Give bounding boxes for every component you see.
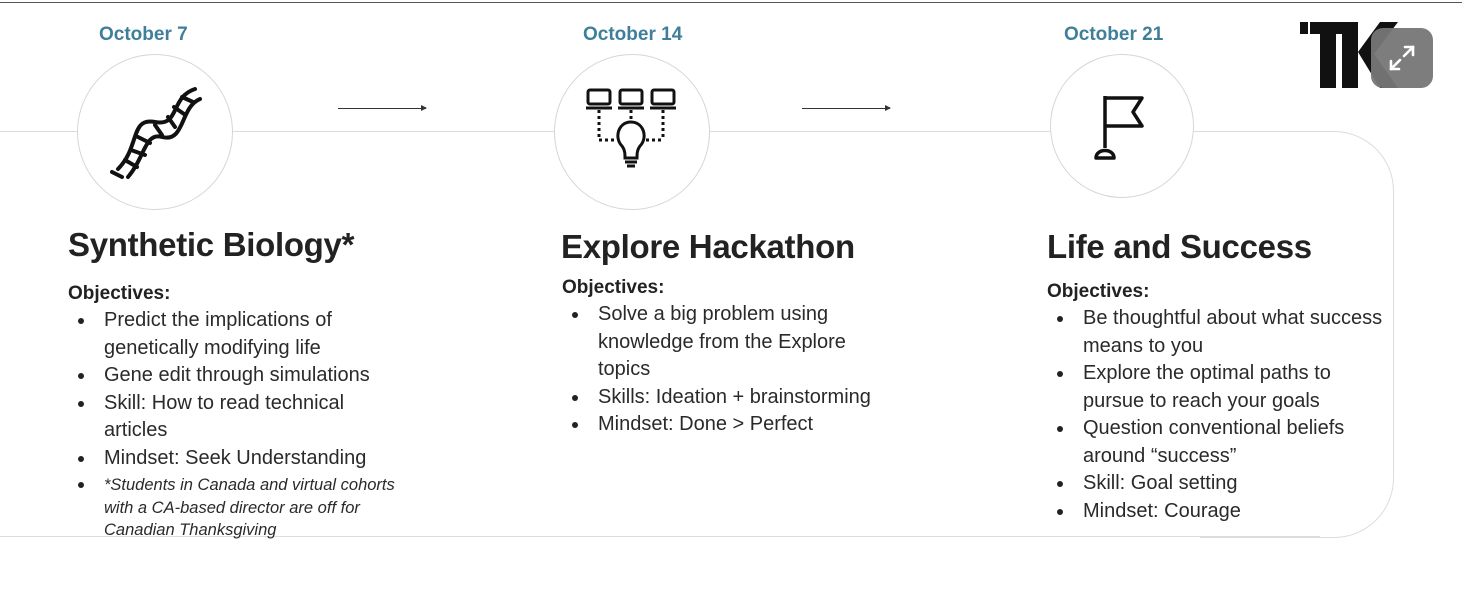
icon-circle bbox=[554, 54, 710, 210]
timeline-arrow bbox=[802, 105, 891, 111]
objectives-list: Be thoughtful about what success means t… bbox=[1047, 305, 1387, 525]
objectives-heading: Objectives: bbox=[562, 277, 665, 298]
dna-icon bbox=[110, 87, 202, 179]
list-item: Be thoughtful about what success means t… bbox=[1047, 305, 1387, 360]
expand-icon bbox=[1389, 45, 1415, 71]
top-rule bbox=[0, 2, 1462, 3]
objectives-heading: Objectives: bbox=[1047, 281, 1150, 302]
date-label: October 21 bbox=[1064, 24, 1164, 45]
list-item: Skills: Ideation + brainstorming bbox=[562, 384, 892, 412]
list-item: Mindset: Courage bbox=[1047, 498, 1387, 526]
objectives-list: Predict the implications of genetically … bbox=[68, 307, 408, 542]
timeline-arrow bbox=[338, 105, 427, 111]
list-item: Predict the implications of genetically … bbox=[68, 307, 408, 362]
list-item: Mindset: Done > Perfect bbox=[562, 411, 892, 439]
tks-logo bbox=[1298, 20, 1434, 90]
icon-circle bbox=[1050, 54, 1194, 198]
list-item: Solve a big problem using knowledge from… bbox=[562, 301, 892, 384]
objectives-heading: Objectives: bbox=[68, 283, 171, 304]
objectives-list: Solve a big problem using knowledge from… bbox=[562, 301, 892, 439]
list-item: Question conventional beliefs around “su… bbox=[1047, 415, 1387, 470]
flag-icon bbox=[1094, 96, 1144, 160]
timeline-bracket bbox=[1200, 131, 1394, 538]
section-title: Explore Hackathon bbox=[561, 228, 855, 265]
icon-circle bbox=[77, 54, 233, 210]
list-item: Explore the optimal paths to pursue to r… bbox=[1047, 360, 1387, 415]
section-title: Synthetic Biology* bbox=[68, 226, 355, 263]
date-label: October 14 bbox=[583, 24, 683, 45]
hackathon-lightbulb-icon bbox=[586, 88, 676, 168]
bottom-line bbox=[0, 536, 1320, 537]
list-item: Skill: How to read technical articles bbox=[68, 390, 408, 445]
expand-button[interactable] bbox=[1371, 28, 1433, 88]
section-title: Life and Success bbox=[1047, 228, 1312, 265]
list-item: Mindset: Seek Understanding bbox=[68, 445, 408, 473]
footnote-item: *Students in Canada and virtual cohorts … bbox=[68, 472, 408, 542]
list-item: Skill: Goal setting bbox=[1047, 470, 1387, 498]
date-label: October 7 bbox=[99, 24, 188, 45]
list-item: Gene edit through simulations bbox=[68, 362, 408, 390]
